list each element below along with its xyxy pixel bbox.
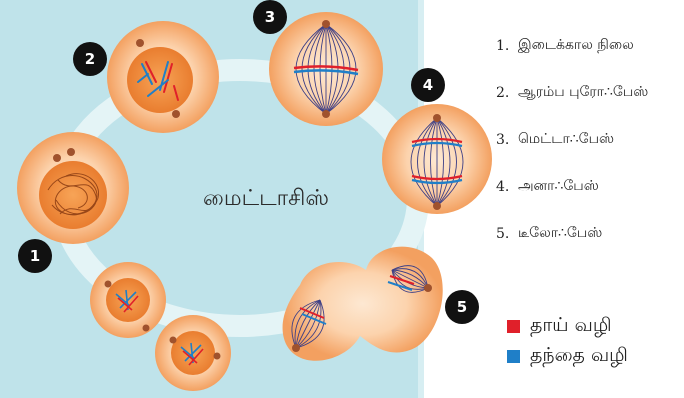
stage-number-3: 3	[253, 0, 287, 34]
diagram-title: மைட்டாசிஸ்	[186, 186, 346, 214]
stage-list-number: 1.	[496, 38, 518, 54]
legend-swatch-paternal	[507, 350, 520, 363]
cell-early-prophase	[107, 21, 219, 133]
stage-list-number: 2.	[496, 85, 518, 101]
stage-list-item: 4.அனா∴பேஸ்	[496, 163, 682, 210]
stage-list-number: 5.	[496, 226, 518, 242]
stage-list-name: அனா∴பேஸ்	[518, 178, 599, 196]
legend: தாய் வழி தந்தை வழி	[507, 311, 628, 371]
stage-list-item: 5.டீலோ∴பேஸ்	[496, 210, 682, 257]
stage-list-number: 4.	[496, 179, 518, 195]
stage-number-2: 2	[73, 42, 107, 76]
cell-interphase	[17, 132, 129, 244]
legend-item-paternal: தந்தை வழி	[507, 341, 628, 371]
stage-number-5: 5	[445, 290, 479, 324]
cell-daughter-right	[155, 315, 231, 391]
legend-label-maternal: தாய் வழி	[530, 314, 612, 339]
stage-number-1: 1	[18, 239, 52, 273]
stage-list: 1.இடைக்கால நிலை 2.ஆரம்ப புரோ∴பேஸ் 3.மெட்…	[496, 22, 682, 257]
stage-list-item: 2.ஆரம்ப புரோ∴பேஸ்	[496, 69, 682, 116]
stage-list-name: டீலோ∴பேஸ்	[518, 225, 602, 243]
cell-anaphase	[382, 104, 492, 214]
stage-list-name: இடைக்கால நிலை	[518, 37, 634, 55]
stage-list-item: 1.இடைக்கால நிலை	[496, 22, 682, 69]
stage-list-item: 3.மெட்டா∴பேஸ்	[496, 116, 682, 163]
legend-swatch-maternal	[507, 320, 520, 333]
cell-metaphase	[269, 12, 383, 126]
stage-list-name: ஆரம்ப புரோ∴பேஸ்	[518, 84, 648, 102]
stage-list-number: 3.	[496, 132, 518, 148]
stage-list-name: மெட்டா∴பேஸ்	[518, 131, 614, 149]
cell-daughter-left	[90, 262, 166, 338]
legend-label-paternal: தந்தை வழி	[530, 344, 628, 369]
stage-number-4: 4	[411, 68, 445, 102]
legend-item-maternal: தாய் வழி	[507, 311, 628, 341]
